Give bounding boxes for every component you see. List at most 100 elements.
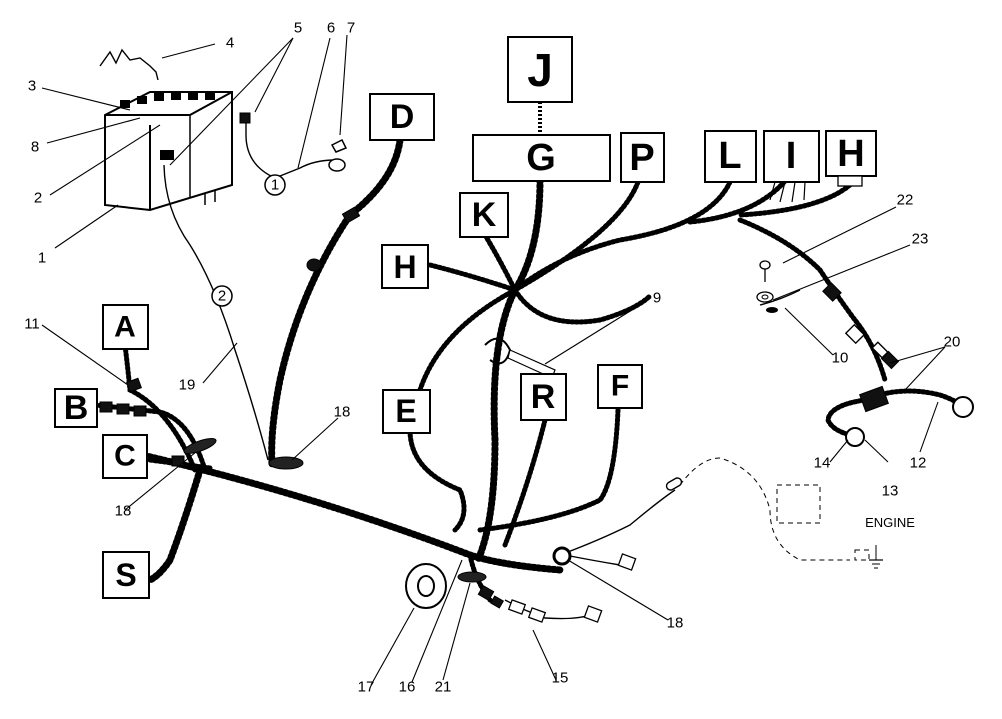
branch-a xyxy=(122,342,198,473)
connector-h-top: H xyxy=(825,130,877,187)
connector-a: A xyxy=(102,304,149,350)
negative-battery-cable xyxy=(245,120,336,179)
engine-outline xyxy=(679,457,883,569)
callout-23: 23 xyxy=(912,231,929,248)
callout-numbers: 1 2 3 4 5 6 7 8 9 10 11 12 13 14 15 16 1… xyxy=(24,20,960,696)
callout-14: 14 xyxy=(814,455,831,472)
callout-11: 11 xyxy=(24,316,40,333)
connector-b: B xyxy=(54,388,98,428)
svg-text:H: H xyxy=(393,249,416,285)
wire-ground-lead xyxy=(559,489,676,556)
svg-text:C: C xyxy=(114,440,136,473)
screw xyxy=(759,260,771,282)
svg-text:S: S xyxy=(115,557,136,593)
branch-k xyxy=(482,232,518,293)
engine-label: ENGINE xyxy=(865,515,915,530)
svg-text:1: 1 xyxy=(271,177,279,194)
grommets xyxy=(183,438,572,583)
callout-6: 6 xyxy=(327,20,335,37)
callout-18-left: 18 xyxy=(115,503,132,520)
callout-12: 12 xyxy=(910,455,927,472)
sensors xyxy=(844,323,974,447)
callout-17: 17 xyxy=(358,679,375,696)
branch-d xyxy=(268,136,404,469)
battery-caps xyxy=(120,92,215,108)
branch-e-lower xyxy=(407,427,467,533)
branch-9 xyxy=(512,287,653,325)
callout-1: 1 xyxy=(38,250,46,267)
connector-c: C xyxy=(102,434,148,479)
connector-j: J xyxy=(507,36,573,135)
washer xyxy=(756,291,774,303)
branch-g xyxy=(474,176,544,564)
connector-s: S xyxy=(102,551,150,599)
branch-f xyxy=(477,407,621,533)
svg-text:H: H xyxy=(837,133,864,175)
ground-terminal xyxy=(766,307,778,313)
branch-h-right xyxy=(737,182,853,218)
wire-10 xyxy=(759,289,801,306)
leader-lines xyxy=(41,34,946,686)
branch-e-upper xyxy=(417,287,518,393)
connector-k: K xyxy=(459,192,509,238)
connector-i: I xyxy=(763,130,820,183)
svg-text:P: P xyxy=(629,137,654,179)
battery xyxy=(104,91,233,212)
harness-branches xyxy=(92,136,963,603)
grommet-18-ring xyxy=(552,546,572,566)
svg-text:I: I xyxy=(786,135,797,177)
connector-h-left: H xyxy=(381,244,429,289)
terminal-nut xyxy=(330,138,348,153)
callout-21: 21 xyxy=(435,679,452,696)
branch-i xyxy=(687,172,793,225)
svg-text:A: A xyxy=(114,311,136,344)
callout-19: 19 xyxy=(179,377,196,394)
connector-r: R xyxy=(520,373,567,421)
connector-i-pins xyxy=(769,181,806,203)
branch-h-left xyxy=(427,262,518,293)
cable-marker-1: 1 xyxy=(264,174,286,196)
connector-d: D xyxy=(369,93,435,141)
branch-r xyxy=(502,417,548,548)
callout-20: 20 xyxy=(944,334,961,351)
callout-16: 16 xyxy=(399,679,416,696)
svg-text:L: L xyxy=(718,135,741,177)
callout-18-right: 18 xyxy=(667,615,684,632)
svg-text:G: G xyxy=(526,137,556,179)
svg-text:K: K xyxy=(472,196,497,234)
svg-text:E: E xyxy=(395,393,416,429)
svg-text:2: 2 xyxy=(218,288,226,305)
cable-terminal-ring xyxy=(328,158,346,172)
branch-l xyxy=(512,179,733,293)
callout-8: 8 xyxy=(31,139,39,156)
svg-text:J: J xyxy=(527,44,553,96)
vent-tube xyxy=(99,48,159,81)
terminal-lugs xyxy=(507,553,637,623)
cable-marker-2: 2 xyxy=(211,285,233,307)
inline-connectors xyxy=(99,206,900,609)
svg-text:R: R xyxy=(531,378,556,416)
callout-4: 4 xyxy=(226,35,234,52)
callout-3: 3 xyxy=(28,78,36,95)
svg-text:D: D xyxy=(390,98,415,136)
callout-10: 10 xyxy=(832,350,849,367)
connector-g: G xyxy=(472,134,611,182)
callout-5: 5 xyxy=(294,20,302,37)
svg-text:B: B xyxy=(64,389,89,427)
part-17-gasket xyxy=(405,563,447,609)
callout-7: 7 xyxy=(347,20,355,37)
callout-18-center: 18 xyxy=(334,404,351,421)
branch-14 xyxy=(825,397,868,438)
connector-p: P xyxy=(620,132,665,183)
callout-9: 9 xyxy=(653,290,661,307)
branch-s xyxy=(146,466,204,584)
svg-text:F: F xyxy=(611,370,629,403)
callout-13: 13 xyxy=(882,483,899,500)
connector-e: E xyxy=(382,389,431,434)
callout-15: 15 xyxy=(552,670,569,687)
battery-terminal xyxy=(160,150,174,160)
connector-f: F xyxy=(597,364,643,409)
cable-end xyxy=(239,112,251,124)
